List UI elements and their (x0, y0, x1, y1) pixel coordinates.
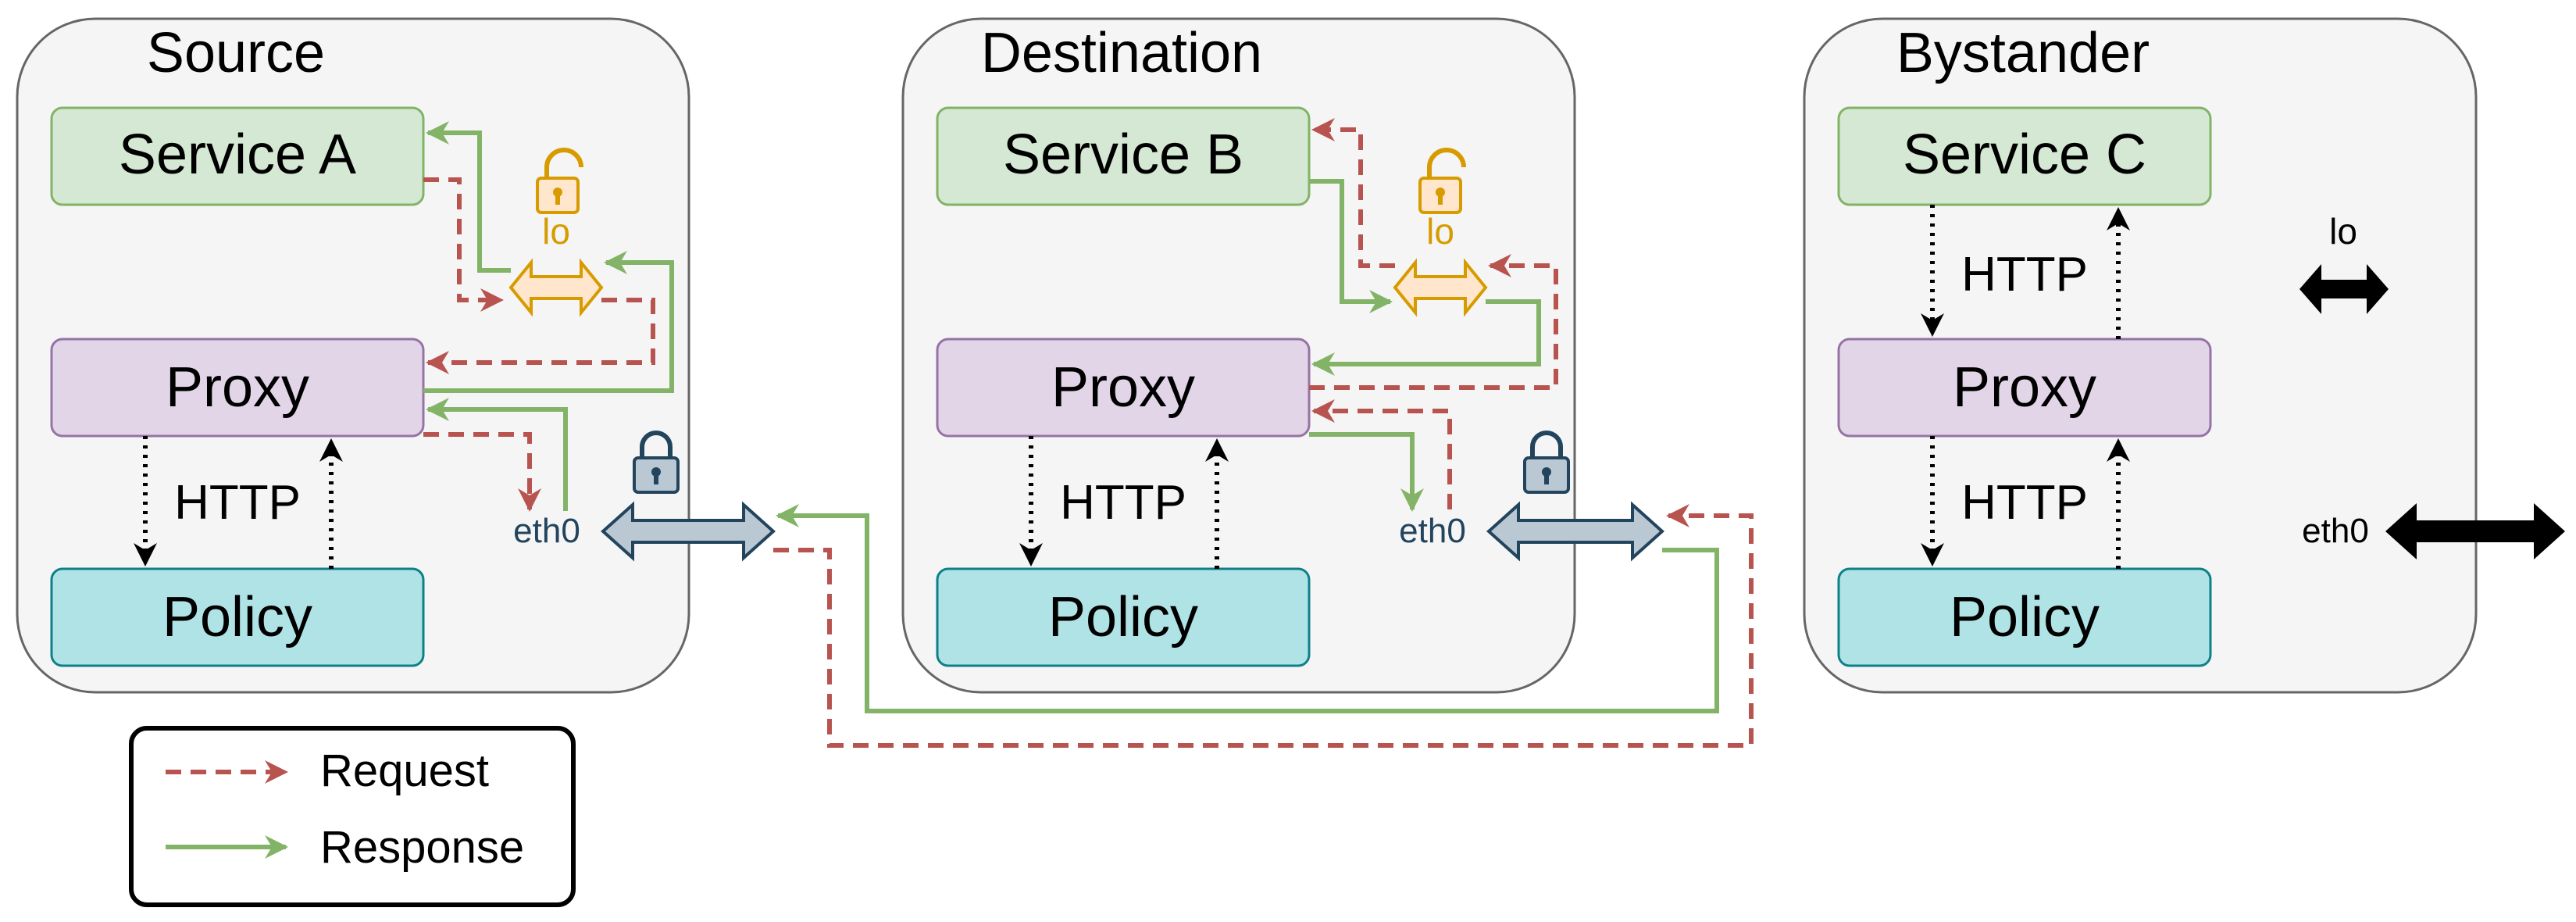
proxy-bystander-label: Proxy (1953, 356, 2096, 419)
policy-source-box (50, 567, 425, 667)
source-eth0-double-arrow-icon (601, 501, 776, 562)
service-c-box (1837, 106, 2212, 206)
legend-request-label: Request (320, 745, 489, 796)
src-resp-proxy-to-lo (423, 251, 674, 393)
dest-eth0-double-arrow-icon (1486, 501, 1664, 562)
host-title-source: Source (147, 22, 325, 84)
src-req-lo-to-proxy (426, 298, 655, 374)
bystander-lo-double-arrow-icon (2299, 264, 2389, 314)
policy-destination-box (936, 567, 1311, 667)
bystander-lo-label: lo (2329, 211, 2357, 252)
dest-lo-label: lo (1426, 211, 1454, 252)
source-eth0-label: eth0 (513, 512, 580, 550)
service-b-box (936, 106, 1311, 206)
dest-lo-double-arrow-icon (1393, 258, 1488, 317)
bystander-eth0-label: eth0 (2302, 512, 2369, 550)
dest-eth0-label: eth0 (1399, 512, 1466, 550)
dest-http-label: HTTP (1060, 476, 1186, 530)
host-title-bystander: Bystander (1896, 22, 2150, 84)
legend-response-label: Response (320, 822, 524, 873)
dst-resp-lo-to-proxy (1311, 299, 1541, 376)
lock-open-icon (1418, 148, 1466, 214)
bystander-http-top-label: HTTP (1961, 248, 2088, 302)
source-lo-label: lo (542, 211, 570, 252)
bystander-http-bottom-label: HTTP (1961, 476, 2088, 530)
service-c-label: Service C (1903, 123, 2146, 186)
lock-open-icon (536, 148, 583, 214)
service-a-label: Service A (119, 123, 356, 186)
dst-req-proxy-to-lo (1309, 254, 1558, 390)
proxy-source-box (50, 338, 425, 438)
src-req-proxy-to-eth0 (423, 432, 541, 512)
lock-closed-icon (633, 431, 680, 494)
proxy-source-label: Proxy (166, 356, 309, 419)
source-http-label: HTTP (174, 476, 301, 530)
host-title-destination: Destination (981, 22, 1262, 84)
dst-req-eth0-to-proxy (1311, 399, 1452, 509)
policy-bystander-label: Policy (1950, 586, 2100, 649)
cross-req-source-to-destination (773, 504, 1754, 748)
policy-bystander-box (1837, 567, 2212, 667)
src-resp-eth0-to-proxy (426, 398, 568, 511)
lock-closed-icon (1523, 431, 1570, 494)
dst-req-lo-to-serviceb (1311, 118, 1395, 268)
cross-resp-destination-to-source (776, 504, 1719, 713)
dst-resp-proxy-to-eth0 (1309, 432, 1424, 512)
src-req-servicea-to-lo (423, 177, 504, 312)
src-resp-lo-to-servicea (426, 121, 511, 273)
proxy-bystander-box (1837, 338, 2212, 438)
service-a-box (50, 106, 425, 206)
dst-resp-serviceb-to-lo (1309, 179, 1393, 313)
policy-destination-label: Policy (1048, 586, 1198, 649)
source-lo-double-arrow-icon (508, 258, 604, 317)
service-b-label: Service B (1003, 123, 1243, 186)
policy-source-label: Policy (162, 586, 312, 649)
proxy-destination-label: Proxy (1051, 356, 1195, 419)
bystander-eth0-double-arrow-icon (2385, 503, 2565, 559)
